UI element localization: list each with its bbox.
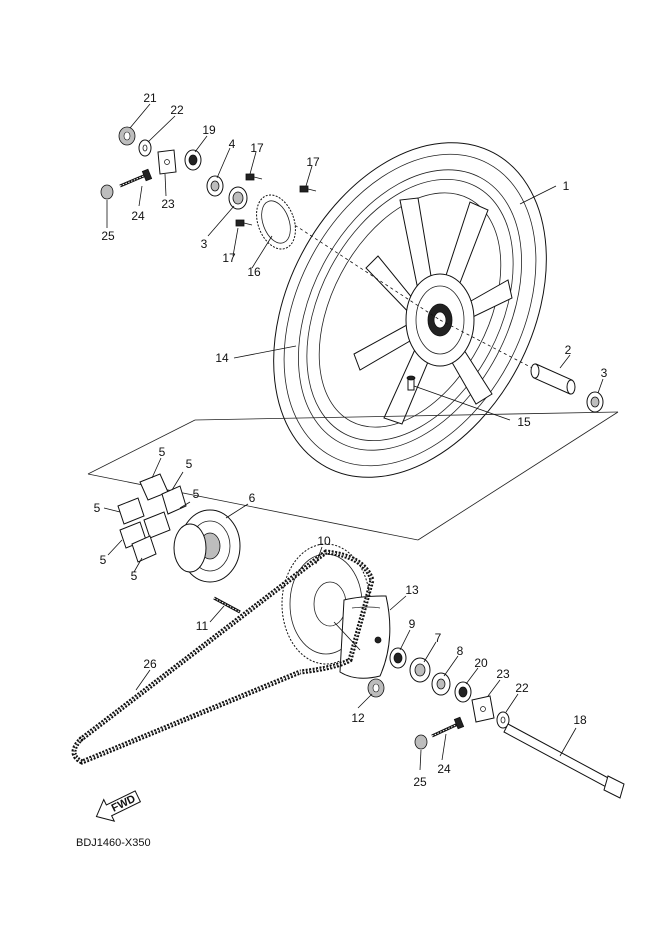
- sprocket-cover-13: [339, 595, 391, 679]
- rear-axle-18: [503, 723, 625, 799]
- callout-22-bottom: 22: [515, 681, 529, 695]
- collar-20: [454, 681, 472, 703]
- callout-17-top-right: 17: [306, 155, 320, 169]
- callout-17-top-left: 17: [250, 141, 264, 155]
- callout-7: 7: [435, 631, 442, 645]
- rear-wheel-assembly: [273, 142, 547, 478]
- washer-22-bottom: [496, 711, 510, 729]
- callout-4: 4: [229, 137, 236, 151]
- callout-25-top: 25: [101, 229, 115, 243]
- callout-5-d: 5: [94, 501, 101, 515]
- bearing-7: [409, 657, 431, 683]
- callout-6: 6: [249, 491, 256, 505]
- fwd-label: FWD: [110, 793, 138, 815]
- callout-15: 15: [517, 415, 531, 429]
- clutch-hub-6: [173, 509, 241, 583]
- callout-14: 14: [215, 351, 229, 365]
- screw-17b: [299, 185, 317, 193]
- callout-21: 21: [143, 91, 157, 105]
- nut-21: [118, 126, 136, 146]
- washer-22-top: [138, 139, 152, 157]
- damper-rubbers: [117, 473, 187, 563]
- callout-11: 11: [196, 619, 209, 633]
- drive-chain-26: [71, 549, 375, 765]
- forward-direction-arrow-icon: FWD: [95, 790, 142, 822]
- bolt-24-bottom: [431, 716, 465, 738]
- callout-3-right: 3: [601, 366, 608, 380]
- axle-center-line-right: [439, 319, 541, 373]
- callout-25-bottom: 25: [413, 775, 427, 789]
- collar-19: [184, 149, 202, 171]
- callout-16: 16: [247, 265, 261, 279]
- bearing-3-left: [228, 186, 248, 210]
- adjuster-plate-23-top: [157, 149, 177, 175]
- callout-3-left: 3: [201, 237, 208, 251]
- callout-labels: 21 22 19 4 17 17 23 24 25 3 17 16 1 2 3 …: [94, 91, 608, 789]
- abs-sensor-rotor: [256, 194, 296, 250]
- oil-seal-4: [206, 175, 224, 197]
- callout-12: 12: [351, 711, 365, 725]
- callout-5-a: 5: [159, 445, 166, 459]
- callout-24-top: 24: [131, 209, 145, 223]
- callout-5-f: 5: [131, 569, 138, 583]
- callout-5-e: 5: [100, 553, 107, 567]
- nut-25-top: [100, 184, 114, 200]
- callout-26: 26: [143, 657, 157, 671]
- callout-19: 19: [202, 123, 216, 137]
- callout-20: 20: [474, 656, 488, 670]
- callout-23-top: 23: [161, 197, 175, 211]
- callout-8: 8: [457, 644, 464, 658]
- callout-24-bottom: 24: [437, 762, 451, 776]
- nut-12: [367, 678, 385, 698]
- figure-code: BDJ1460-X350: [76, 837, 151, 849]
- bolt-24-top: [119, 168, 153, 188]
- screw-17c: [235, 219, 253, 227]
- callout-1: 1: [563, 179, 570, 193]
- callout-22-top: 22: [170, 103, 184, 117]
- callout-5-c: 5: [193, 487, 200, 501]
- callout-9: 9: [409, 617, 416, 631]
- callout-17-bottom: 17: [222, 251, 236, 265]
- callout-13: 13: [405, 583, 419, 597]
- callout-18: 18: [573, 713, 587, 727]
- nut-25-bottom: [414, 734, 428, 750]
- adjuster-plate-23-bottom: [471, 695, 495, 723]
- callout-23-bottom: 23: [496, 667, 510, 681]
- air-valve: [406, 375, 416, 391]
- bearing-3-right: [586, 391, 604, 413]
- stud-bolt-11: [213, 596, 241, 614]
- callout-5-b: 5: [186, 457, 193, 471]
- collar-9: [389, 647, 407, 669]
- oil-seal-8: [431, 672, 451, 696]
- screw-17a: [245, 173, 263, 181]
- axle-collar-2: [530, 363, 576, 395]
- leader-lines: [103, 103, 604, 771]
- callout-10: 10: [317, 534, 331, 548]
- callout-2: 2: [565, 343, 572, 357]
